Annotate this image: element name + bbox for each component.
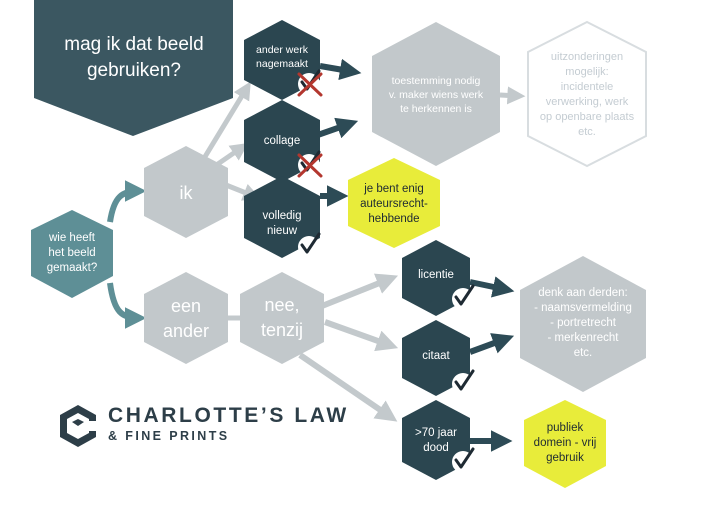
- node-public-domain-label: publiek domein - vrij gebruik: [533, 421, 597, 464]
- title-banner: [34, 0, 233, 136]
- node-permission-label: toestemming nodig v. maker wiens werk te…: [388, 75, 484, 115]
- check-icon: [452, 369, 475, 395]
- logo-name: CHARLOTTE’S LAW: [108, 404, 349, 427]
- node-new-label: volledig nieuw: [262, 210, 302, 237]
- hex-permission: [372, 22, 500, 166]
- node-exceptions-label: uitzonderingen mogelijk: incidentele ver…: [539, 51, 635, 138]
- node-copied-label: ander werk nagemaakt: [256, 44, 308, 70]
- connector-me-to-copied: [200, 81, 251, 162]
- connector-quote-to-third-parties: [468, 333, 515, 355]
- connector-no-unless-to-dead70: [298, 352, 398, 422]
- logo-subtitle: & FINE PRINTS: [108, 429, 230, 443]
- hex-new: [244, 176, 320, 258]
- connector-no-unless-to-license: [320, 273, 399, 309]
- hex-no-unless: [240, 272, 324, 364]
- connector-no-unless-to-quote: [323, 319, 399, 352]
- hex-other: [144, 272, 228, 364]
- cross-check-icon: [297, 150, 323, 178]
- connector-license-to-third-parties: [469, 276, 515, 298]
- node-other-label: een ander: [162, 296, 210, 341]
- connector-who-to-other: [107, 282, 147, 329]
- page-title: mag ik dat beeld gebruiken?: [64, 34, 204, 81]
- node-who-label: wie heeft het beeld gemaakt?: [46, 231, 98, 274]
- hex-public-domain: [524, 400, 606, 488]
- connector-copied-to-permission: [319, 58, 362, 81]
- node-me-label: ik: [179, 182, 193, 203]
- hex-quote: [402, 320, 470, 396]
- node-third-parties-label: denk aan derden: - naamsvermelding - por…: [534, 286, 632, 359]
- hex-sole-owner: [348, 158, 440, 248]
- node-dead70-label: >70 jaar dood: [415, 427, 457, 454]
- check-icon: [452, 447, 475, 473]
- check-icon: [298, 232, 321, 258]
- hex-exceptions: [527, 20, 647, 168]
- node-license-label: licentie: [418, 268, 454, 281]
- node-collage-label: collage: [263, 134, 301, 147]
- check-icon: [452, 284, 475, 310]
- node-quote-label: citaat: [422, 349, 450, 362]
- hex-who: [31, 210, 113, 298]
- hex-third-parties: [520, 256, 646, 392]
- connector-who-to-me: [107, 180, 147, 223]
- hex-me: [144, 146, 228, 238]
- connector-permission-to-exceptions: [499, 86, 526, 105]
- hexagon-c-logo-icon: [60, 405, 97, 447]
- node-no-unless-label: nee, tenzij: [260, 295, 304, 340]
- cross-check-icon: [297, 69, 323, 97]
- node-sole-owner-label: je bent enig auteursrecht- hebbende: [360, 182, 428, 225]
